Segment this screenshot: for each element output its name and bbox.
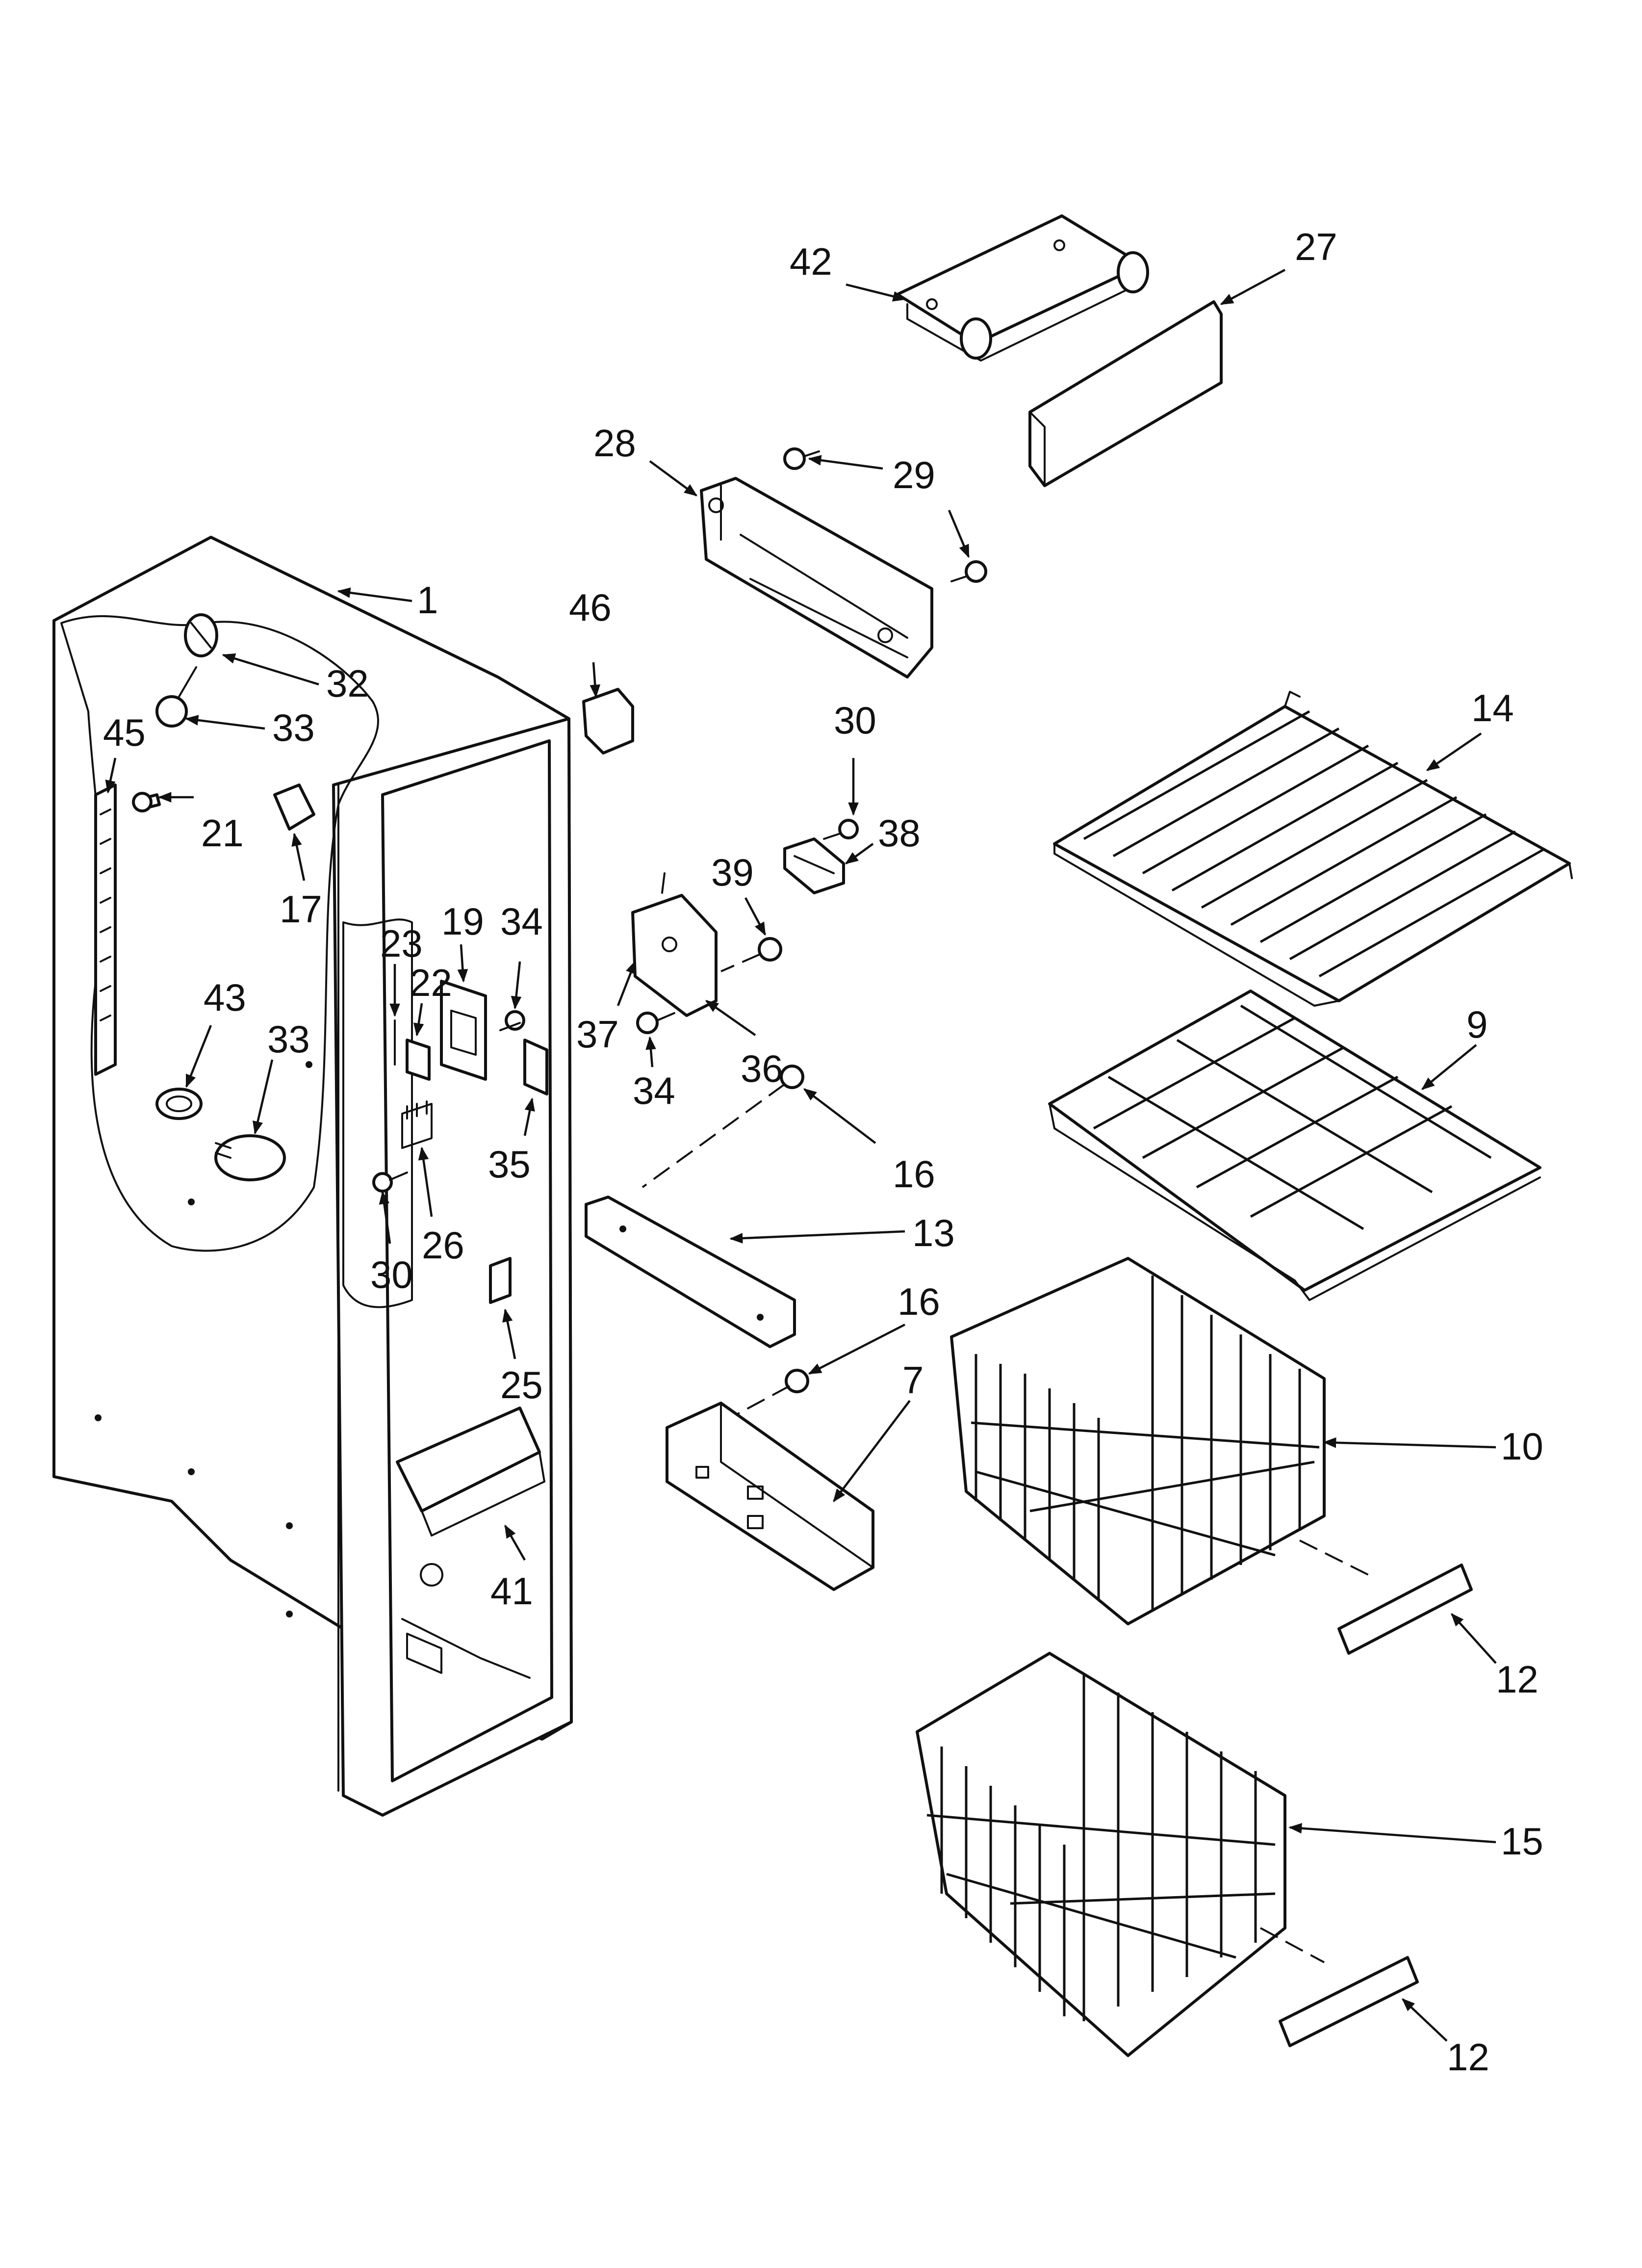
callout-17: 17 xyxy=(280,887,322,931)
callout-34a: 34 xyxy=(500,900,543,943)
screw-16-top xyxy=(641,1065,804,1188)
callout-19: 19 xyxy=(441,900,484,943)
bulb-33-top xyxy=(155,666,197,728)
clip-22 xyxy=(406,1039,431,1081)
callout-labels: 1 7 9 10 12 12 13 14 15 16 16 17 19 21 2… xyxy=(103,225,1543,2079)
callout-33b: 33 xyxy=(267,1017,310,1061)
callout-27: 27 xyxy=(1295,225,1337,268)
callout-46: 46 xyxy=(569,586,612,629)
callout-43: 43 xyxy=(204,976,246,1019)
control-36 xyxy=(631,872,718,1017)
callout-41: 41 xyxy=(490,1569,533,1613)
damper-46 xyxy=(582,688,634,755)
callout-42: 42 xyxy=(790,240,832,283)
callout-36: 36 xyxy=(741,1047,783,1090)
callout-23: 23 xyxy=(380,922,423,965)
board-38 xyxy=(783,837,845,894)
callout-29: 29 xyxy=(893,453,935,496)
harness-26 xyxy=(401,1100,433,1149)
rail-12-top xyxy=(1337,1564,1473,1655)
switch-17 xyxy=(273,783,315,831)
callout-7: 7 xyxy=(902,1358,924,1402)
shield-27 xyxy=(1028,300,1223,487)
callout-14: 14 xyxy=(1471,686,1514,730)
screw-29-b xyxy=(950,560,987,583)
bracket-35 xyxy=(523,1039,548,1095)
shelf-9 xyxy=(1048,990,1541,1301)
screw-29-a xyxy=(783,447,820,470)
hinge-42 xyxy=(896,214,1149,362)
callout-12b: 12 xyxy=(1447,2035,1489,2079)
callout-16a: 16 xyxy=(893,1152,935,1196)
callout-15: 15 xyxy=(1501,1820,1543,1863)
cover-41 xyxy=(396,1407,545,1537)
callout-45: 45 xyxy=(103,711,146,754)
screw-34-right xyxy=(636,1012,675,1034)
basket-15 xyxy=(916,1652,1325,2057)
callout-22: 22 xyxy=(410,961,452,1004)
screw-30-right xyxy=(823,819,859,840)
bracket-28 xyxy=(700,477,933,678)
light-housing-32 xyxy=(184,613,218,657)
callout-1: 1 xyxy=(417,578,438,622)
callout-32: 32 xyxy=(326,662,369,705)
callout-26: 26 xyxy=(422,1224,464,1267)
callout-21: 21 xyxy=(201,811,244,855)
light-socket-45 xyxy=(94,783,117,1076)
switch-25 xyxy=(489,1257,512,1304)
rail-12-bottom xyxy=(1279,1956,1419,2047)
basket-10 xyxy=(950,1257,1369,1625)
bulb-33-bottom xyxy=(214,1134,286,1181)
socket-43 xyxy=(155,1088,203,1120)
callout-39: 39 xyxy=(711,851,754,894)
callout-9: 9 xyxy=(1466,1003,1488,1046)
leader-lines xyxy=(105,269,1497,2042)
screw-34-left xyxy=(499,1010,525,1031)
callout-12a: 12 xyxy=(1496,1658,1539,1701)
cover-13 xyxy=(585,1196,796,1348)
screw-39 xyxy=(720,937,782,972)
callout-33a: 33 xyxy=(272,706,315,749)
callout-37: 37 xyxy=(576,1013,619,1056)
callout-10: 10 xyxy=(1501,1425,1543,1468)
callout-13: 13 xyxy=(912,1211,955,1254)
shelf-14 xyxy=(1053,691,1573,1007)
screw-16-bottom xyxy=(725,1369,809,1421)
callout-30b: 30 xyxy=(370,1253,413,1296)
callout-34b: 34 xyxy=(633,1069,675,1112)
callout-16b: 16 xyxy=(898,1280,940,1323)
callout-28: 28 xyxy=(593,421,636,465)
freezer-liner xyxy=(52,536,573,1817)
callout-25: 25 xyxy=(500,1363,543,1407)
callout-35: 35 xyxy=(488,1143,531,1186)
housing-7 xyxy=(666,1402,874,1591)
screw-21 xyxy=(132,792,161,812)
callout-30a: 30 xyxy=(834,699,876,742)
callout-38: 38 xyxy=(878,811,921,855)
thermostat-19 xyxy=(440,980,487,1081)
